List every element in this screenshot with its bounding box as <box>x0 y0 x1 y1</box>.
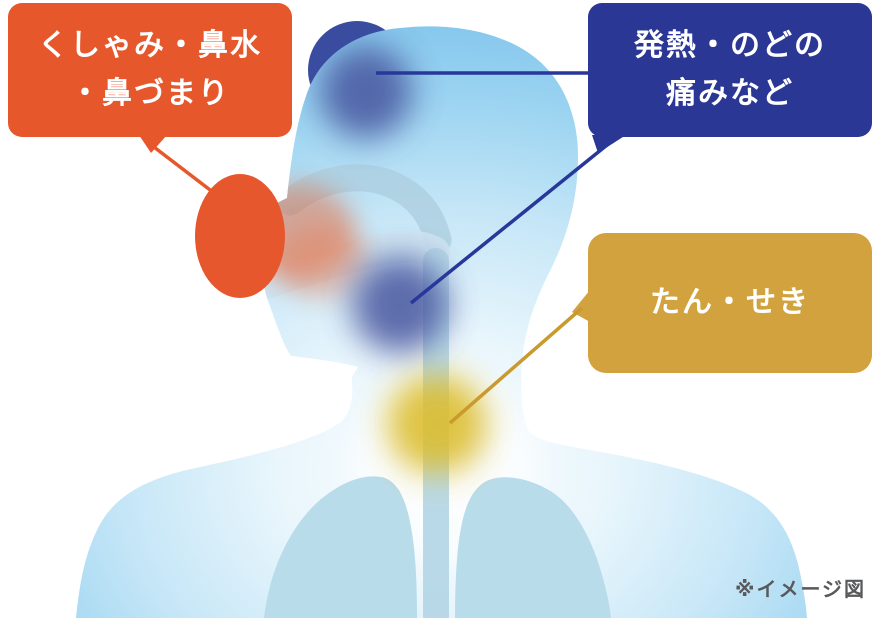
callout-fever-line1: 発熱・のどの <box>634 29 826 62</box>
right-lung <box>455 477 611 618</box>
callout-cough: たん・せき <box>588 233 872 373</box>
cough-callout-line <box>448 306 584 425</box>
callout-sneeze: くしゃみ・鼻水 ・鼻づまり <box>8 3 292 137</box>
image-note: ※イメージ図 <box>735 579 867 601</box>
cough-glow <box>387 374 487 474</box>
sneeze-spot <box>195 174 285 298</box>
sneeze-callout-tail <box>139 135 167 153</box>
fever-glow <box>320 46 412 138</box>
callout-fever-line2: 痛みなど <box>666 77 794 110</box>
sneeze-mist-2 <box>274 224 370 300</box>
nasal-passage <box>276 164 452 254</box>
callout-sneeze-line1: くしゃみ・鼻水 <box>38 29 262 62</box>
throat-glow <box>352 257 448 353</box>
callout-cough-line1: たん・せき <box>650 286 810 319</box>
sneeze-callout-line <box>148 142 267 234</box>
left-lung <box>264 476 417 618</box>
callout-fever: 発熱・のどの 痛みなど <box>588 3 872 137</box>
callout-sneeze-line2: ・鼻づまり <box>70 77 230 110</box>
throat-callout-line <box>409 139 614 305</box>
